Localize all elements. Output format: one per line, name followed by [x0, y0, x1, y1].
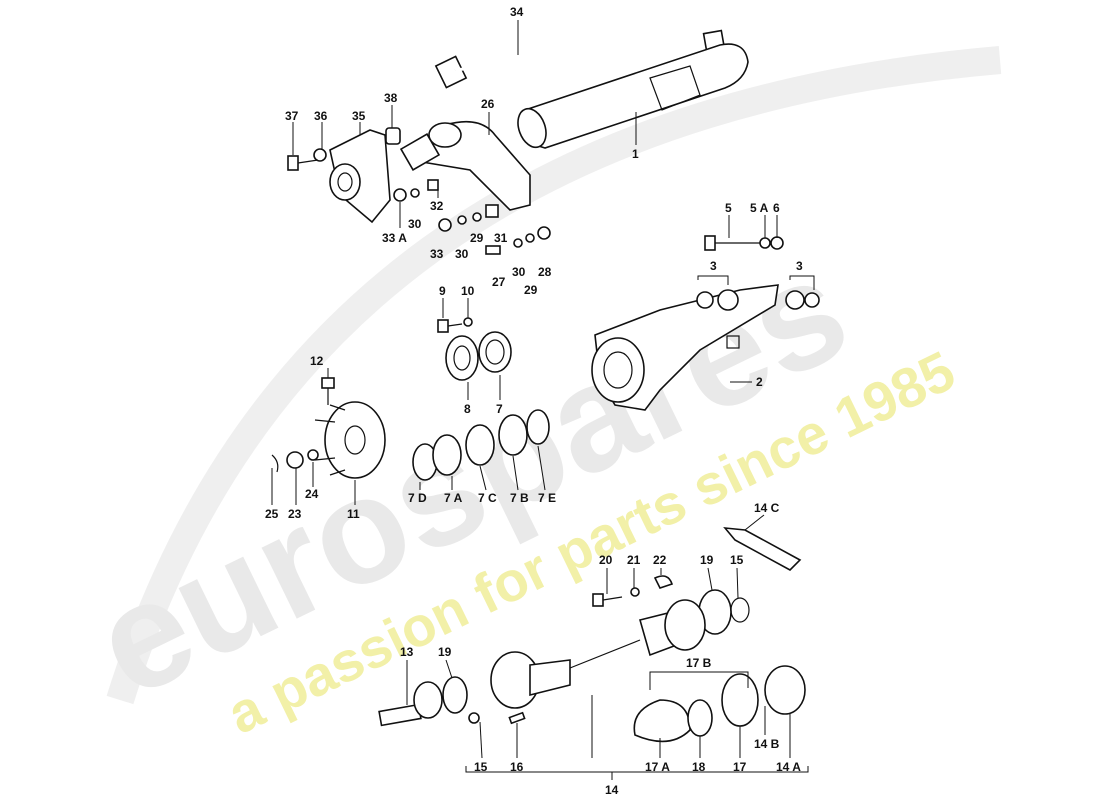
callout-8: 8	[464, 402, 471, 416]
callout-17: 17	[733, 760, 747, 774]
callout-29-b: 29	[524, 283, 538, 297]
bearing-7	[478, 331, 512, 373]
callout-19-b: 19	[438, 645, 452, 659]
bolt-12	[321, 377, 335, 405]
bolt-20	[592, 593, 623, 607]
bolt-9	[437, 317, 473, 333]
callout-38: 38	[384, 91, 398, 105]
callout-10: 10	[461, 284, 475, 298]
callout-1: 1	[632, 147, 639, 161]
bolt-5	[704, 235, 784, 251]
washer-36	[313, 148, 327, 162]
callout-14: 14	[605, 783, 619, 797]
callout-30-a: 30	[408, 217, 422, 231]
callout-11: 11	[347, 507, 360, 521]
nut-23	[286, 451, 304, 469]
callout-13: 13	[400, 645, 414, 659]
hub-11	[314, 401, 386, 479]
callout-3-a: 3	[710, 259, 717, 273]
cotter-pin-25	[271, 454, 279, 473]
callout-17a: 17 A	[645, 760, 670, 774]
callout-32: 32	[430, 199, 444, 213]
callout-27: 27	[492, 275, 506, 289]
bearing-set-7	[412, 409, 550, 481]
callout-7e: 7 E	[538, 491, 556, 505]
callout-34: 34	[510, 5, 524, 19]
tube-1	[517, 43, 749, 149]
callout-33: 33	[430, 247, 444, 261]
bearing-14a	[764, 665, 806, 715]
callout-7d: 7 D	[408, 491, 427, 505]
callout-16: 16	[510, 760, 524, 774]
washer-21	[630, 587, 640, 597]
trailing-arm-2	[591, 284, 779, 411]
bracket-35	[329, 129, 391, 224]
callout-29-a: 29	[470, 231, 484, 245]
callout-26: 26	[481, 97, 495, 111]
callout-19-a: 19	[700, 553, 714, 567]
callout-15-a: 15	[730, 553, 744, 567]
callout-36: 36	[314, 109, 328, 123]
callout-30-c: 30	[512, 265, 526, 279]
callout-9: 9	[439, 284, 446, 298]
flange-17	[721, 673, 759, 727]
callout-21: 21	[627, 553, 641, 567]
boot-17a	[633, 699, 691, 743]
callout-35: 35	[352, 109, 366, 123]
plate-8	[445, 335, 479, 381]
bolt-37	[287, 155, 319, 171]
callout-6: 6	[773, 201, 780, 215]
leader-lines	[271, 20, 815, 780]
callout-37: 37	[285, 109, 299, 123]
clip-22	[653, 575, 674, 589]
circlip-15	[730, 597, 750, 623]
stub-axle-13	[378, 681, 443, 727]
callout-33a: 33 A	[382, 231, 407, 245]
washer-24	[307, 449, 319, 461]
callout-17b: 17 B	[686, 656, 712, 670]
callout-15-b: 15	[474, 760, 488, 774]
bushings-3	[696, 289, 820, 311]
callout-2: 2	[756, 375, 763, 389]
callout-31: 31	[494, 231, 508, 245]
callout-23: 23	[288, 507, 302, 521]
callout-24: 24	[305, 487, 319, 501]
callout-labels: 34 1 37 36 35 38 26 32 30 33 A 29 31 33 …	[265, 5, 803, 797]
clamp-18	[687, 699, 713, 737]
lever-26	[399, 120, 531, 211]
callout-20: 20	[599, 553, 613, 567]
callout-14c: 14 C	[754, 501, 780, 515]
callout-28: 28	[538, 265, 552, 279]
callout-7a: 7 A	[444, 491, 463, 505]
callout-14a: 14 A	[776, 760, 801, 774]
callout-12: 12	[310, 354, 324, 368]
callout-5a: 5 A	[750, 201, 769, 215]
callout-7: 7	[496, 402, 503, 416]
drive-shaft-14	[490, 599, 706, 709]
callout-18: 18	[692, 760, 706, 774]
callout-7b: 7 B	[510, 491, 529, 505]
small-hardware-group	[393, 179, 551, 255]
callout-22: 22	[653, 553, 667, 567]
callout-7c: 7 C	[478, 491, 497, 505]
callout-5: 5	[725, 201, 732, 215]
grease-tube-14c	[723, 527, 802, 571]
key-16	[508, 711, 526, 725]
watermark: eurospares a passion for parts since 198…	[70, 46, 1002, 746]
callout-30-b: 30	[455, 247, 469, 261]
callout-25: 25	[265, 507, 279, 521]
circlip-15-lower	[468, 712, 480, 724]
callout-14b: 14 B	[754, 737, 780, 751]
gasket-19-lower	[442, 676, 468, 714]
callout-3-b: 3	[796, 259, 803, 273]
bushing-38	[385, 127, 401, 145]
